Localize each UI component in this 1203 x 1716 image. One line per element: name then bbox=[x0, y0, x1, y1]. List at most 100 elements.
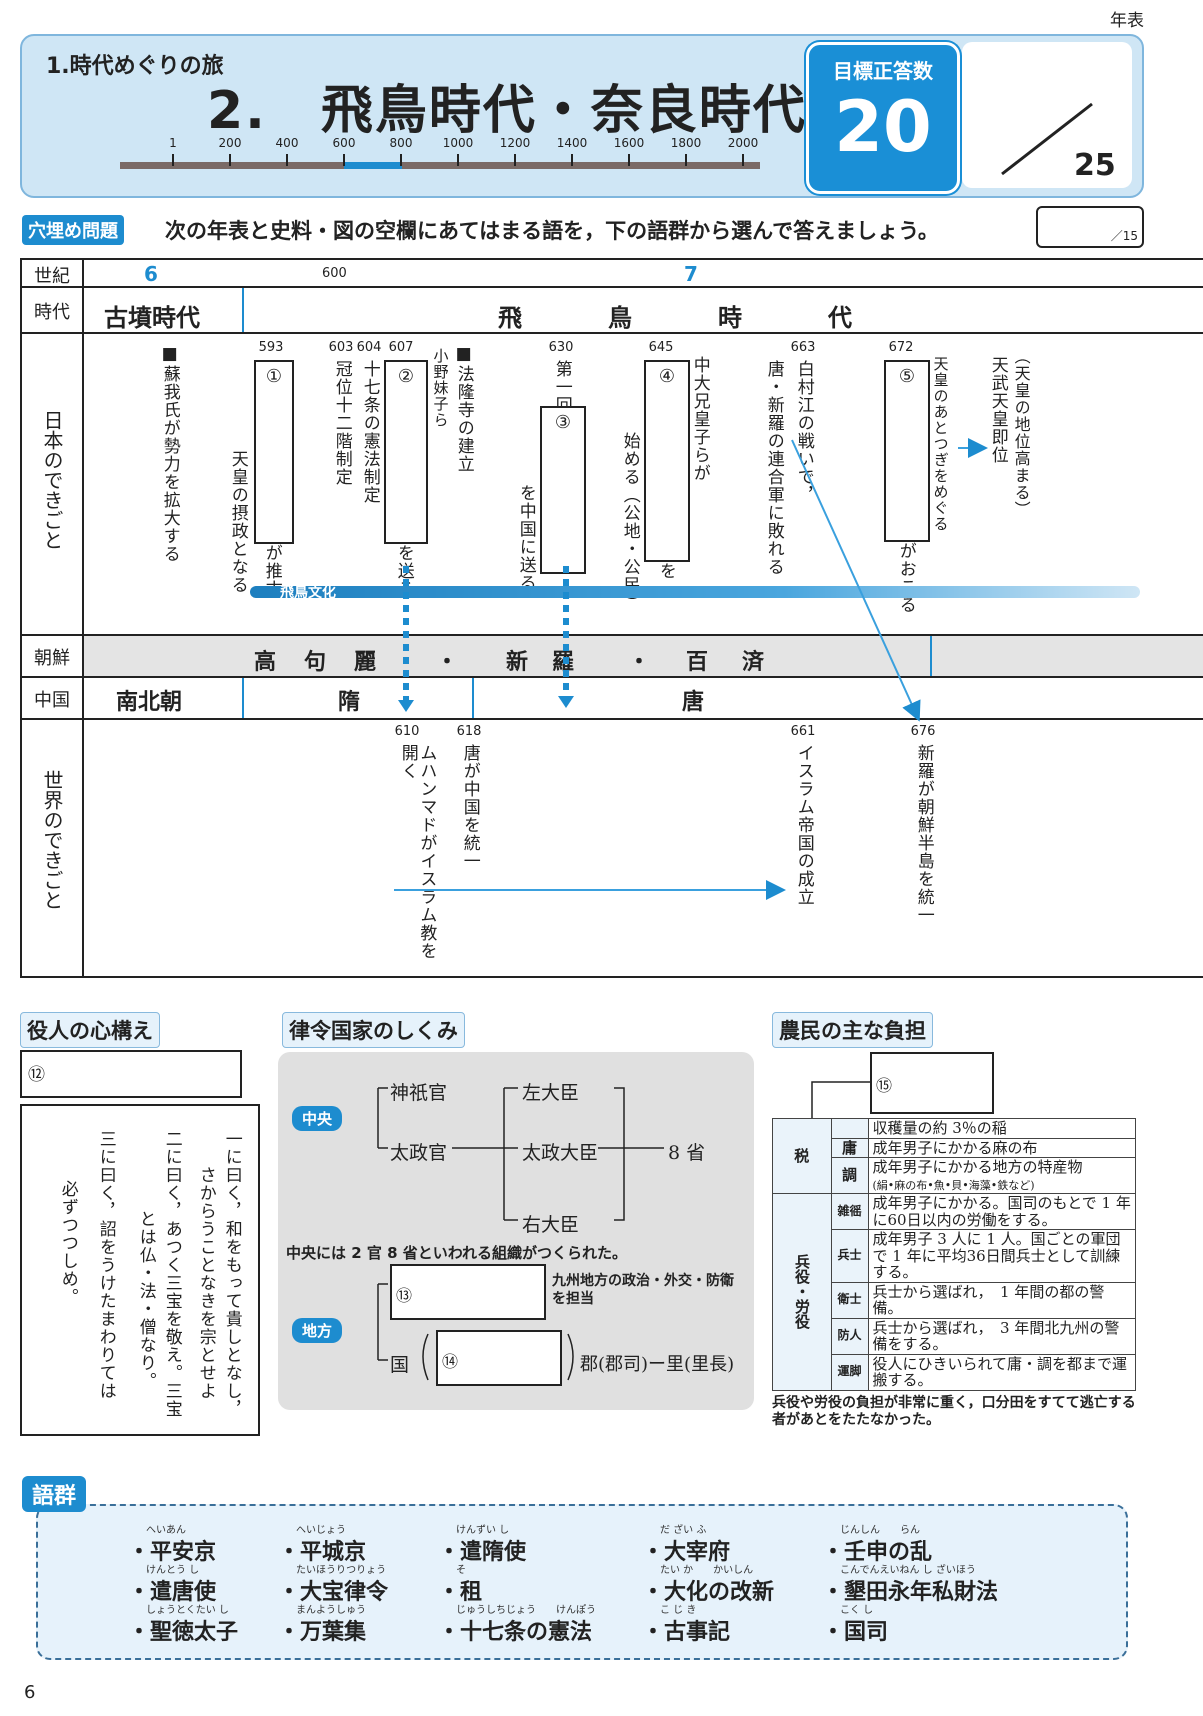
dazaifu-note: 九州地方の政治・外交・防衛を担当 bbox=[552, 1273, 734, 1308]
event-645-before: 中大兄皇子らが bbox=[689, 356, 710, 482]
word-text: ・古事記 bbox=[642, 1620, 731, 1645]
row-label-korea: 朝鮮 bbox=[34, 648, 70, 669]
world-676-year: 676 bbox=[910, 724, 936, 739]
word-text: ・平城京 bbox=[278, 1540, 367, 1565]
timeline-table: 世紀 時代 日本のできごと 朝鮮 中国 世界のできごと 6 600 7 古墳時代… bbox=[20, 258, 1203, 978]
blank-12-input[interactable]: ⑫ bbox=[20, 1050, 242, 1098]
word-ruby: たい か かいしん bbox=[660, 1565, 754, 1576]
korea-2: 句 bbox=[304, 649, 327, 675]
korea-5: 新 bbox=[506, 649, 529, 675]
word-text: ・遣唐使 bbox=[128, 1580, 217, 1605]
china-nanbokucho: 南北朝 bbox=[116, 689, 183, 715]
word-bank-item[interactable]: じゅうしちじょう けんぽう・十七条の憲法 bbox=[438, 1605, 596, 1646]
word-bank-item[interactable]: けんずい し・遣隋使 bbox=[438, 1525, 527, 1566]
word-text: ・租 bbox=[438, 1580, 483, 1605]
word-ruby: けんずい し bbox=[456, 1525, 510, 1536]
china-sui: 隋 bbox=[338, 689, 361, 715]
era-scale-highlight bbox=[344, 162, 402, 169]
word-text: ・万葉集 bbox=[278, 1620, 367, 1645]
blank-2-input[interactable]: ② bbox=[384, 360, 428, 544]
event-607-before: 小野妹子ら bbox=[431, 348, 450, 428]
world-676-text: 新羅が朝鮮半島を統一 bbox=[913, 744, 934, 924]
word-bank-item[interactable]: けんとう し・遣唐使 bbox=[128, 1565, 217, 1606]
burden-note: 兵役や労役の負担が非常に重く，口分田をすてて逃亡する者があとをたたなかった。 bbox=[772, 1394, 1136, 1429]
scale-tick-label: 800 bbox=[389, 136, 413, 150]
word-bank-item[interactable]: へいじょう・平城京 bbox=[278, 1525, 367, 1566]
score-total: 25 bbox=[1074, 148, 1116, 183]
blank-5-input[interactable]: ⑤ bbox=[884, 360, 930, 542]
instruction-score-input[interactable]: ／15 bbox=[1036, 206, 1144, 248]
blank-15-input[interactable]: ⑮ bbox=[870, 1052, 994, 1114]
world-618-text: 唐が中国を統一 bbox=[459, 744, 480, 870]
word-bank-item[interactable]: こんでんえいねん し ざいほう・墾田永年私財法 bbox=[822, 1565, 998, 1606]
event-663-year: 663 bbox=[790, 340, 816, 355]
word-bank-item[interactable]: たい か かいしん・大化の改新 bbox=[642, 1565, 774, 1606]
word-text: ・壬申の乱 bbox=[822, 1540, 933, 1565]
word-bank-box: へいあん・平安京 へいじょう・平城京 けんずい し・遣隋使 だ ざい ふ・大宰府 じんし… bbox=[36, 1504, 1128, 1660]
era-asuka-1: 飛 bbox=[498, 303, 522, 332]
word-ruby: こんでんえいねん し ざいほう bbox=[840, 1565, 976, 1576]
blank-4-input[interactable]: ④ bbox=[644, 360, 690, 562]
official-line-6: 必ずつつしめ。 bbox=[57, 1180, 78, 1306]
official-line-2: さからうことなきを宗とせよ bbox=[195, 1166, 216, 1400]
blank-3-input[interactable]: ③ bbox=[540, 406, 586, 574]
word-text: ・遣隋使 bbox=[438, 1540, 527, 1565]
word-bank-item[interactable]: こく し・国司 bbox=[822, 1605, 888, 1646]
word-bank-item[interactable]: しょうとくたい し・聖徳太子 bbox=[128, 1605, 239, 1646]
word-text: ・聖徳太子 bbox=[128, 1620, 239, 1645]
score-box[interactable]: 25 bbox=[962, 42, 1132, 188]
dajokan: 太政官 bbox=[390, 1142, 448, 1164]
scale-tick bbox=[343, 154, 345, 166]
scale-tick-label: 1600 bbox=[613, 136, 645, 150]
ritsuryo-lines bbox=[377, 1087, 664, 1381]
event-672-before: 天皇のあとつぎをめぐる bbox=[931, 356, 950, 532]
instruction-badge: 穴埋め問題 bbox=[22, 215, 124, 245]
hassho: 8 省 bbox=[668, 1142, 706, 1164]
word-bank-item[interactable]: そ・租 bbox=[438, 1565, 483, 1606]
burden-table: 税 収穫量の約 3％の稲 庸 成年男子にかかる麻の布 調 成年男子にかかる地方の… bbox=[772, 1118, 1136, 1391]
word-bank-item[interactable]: へいあん・平安京 bbox=[128, 1525, 217, 1566]
scale-tick bbox=[229, 154, 231, 166]
word-bank-item[interactable]: たいほうりつりょう・大宝律令 bbox=[278, 1565, 389, 1606]
event-593-text2: 天皇の摂政となる bbox=[227, 450, 248, 594]
scale-tick-label: 1 bbox=[169, 136, 177, 150]
blank-14-input[interactable]: ⑭ bbox=[436, 1330, 562, 1386]
scale-tick bbox=[514, 154, 516, 166]
event-663-text: 白村江の戦いで， bbox=[793, 360, 814, 504]
burden-connector bbox=[811, 1081, 870, 1118]
timeline-arrows bbox=[394, 438, 988, 900]
korea-row bbox=[84, 636, 1203, 676]
word-ruby: こく し bbox=[840, 1605, 874, 1616]
era-scale-bar bbox=[120, 162, 760, 169]
word-bank-item[interactable]: だ ざい ふ・大宰府 bbox=[642, 1525, 730, 1566]
word-bank-item[interactable]: まんようしゅう・万葉集 bbox=[278, 1605, 367, 1646]
blank-1-input[interactable]: ① bbox=[254, 360, 294, 544]
word-text: ・大宝律令 bbox=[278, 1580, 389, 1605]
scale-tick-label: 1200 bbox=[499, 136, 531, 150]
table-row: 税 収穫量の約 3％の稲 bbox=[772, 1118, 1136, 1194]
target-value: 20 bbox=[834, 86, 932, 168]
row-label-century: 世紀 bbox=[34, 266, 70, 287]
burden-table-wrap: 税 収穫量の約 3％の稲 庸 成年男子にかかる麻の布 調 成年男子にかかる地方の… bbox=[772, 1118, 1136, 1430]
word-ruby: まんようしゅう bbox=[296, 1605, 366, 1616]
era-asuka-3: 時 bbox=[718, 303, 742, 332]
event-672-year: 672 bbox=[888, 340, 914, 355]
target-label: 目標正答数 bbox=[833, 59, 933, 83]
word-bank-item[interactable]: こ じ き・古事記 bbox=[642, 1605, 731, 1646]
word-ruby: こ じ き bbox=[660, 1605, 697, 1616]
korea-7: ・ bbox=[628, 649, 651, 675]
event-645-year: 645 bbox=[648, 340, 674, 355]
blank-13-input[interactable]: ⑬ bbox=[390, 1264, 546, 1320]
asuka-culture-label: 飛鳥文化 bbox=[280, 585, 336, 601]
word-bank-item[interactable]: じんしん らん・壬申の乱 bbox=[822, 1525, 933, 1566]
event-663-text2: 唐・新羅の連合軍に敗れる bbox=[763, 360, 784, 576]
era-asuka-4: 代 bbox=[828, 303, 852, 332]
word-text: ・平安京 bbox=[128, 1540, 217, 1565]
world-610-year: 610 bbox=[394, 724, 420, 739]
word-text: ・十七条の憲法 bbox=[438, 1620, 593, 1645]
scale-tick bbox=[571, 154, 573, 166]
scale-tick bbox=[400, 154, 402, 166]
table-row: 兵士 成年男子 3 人に 1 人。国ごとの軍団で 1 年に平均36日間兵士として… bbox=[773, 1229, 1136, 1283]
event-soga: ■蘇我氏が勢力を拡大する bbox=[159, 344, 180, 563]
